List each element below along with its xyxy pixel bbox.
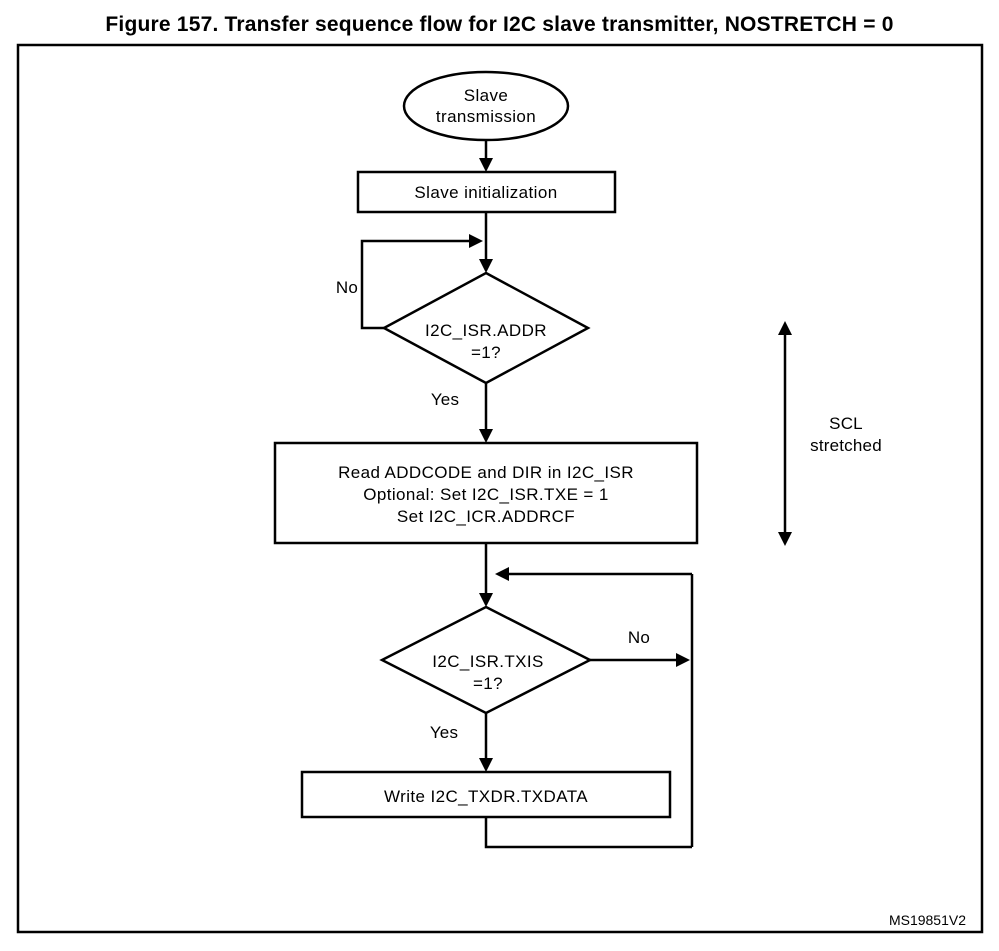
arrowhead-into-write [479,758,493,772]
write-txdata-label: Write I2C_TXDR.TXDATA [384,787,588,806]
arrowhead-into-init [479,158,493,172]
node-init-process [356,170,617,214]
node-start-terminator [402,70,570,142]
scl-stretch-arrowhead-up [778,321,792,335]
scl-stretch-arrowhead-down [778,532,792,546]
edge-addr-no-loop [360,239,469,330]
figure-border [16,43,984,934]
arrowhead-addr-no-merge [469,234,483,248]
init-label: Slave initialization [414,183,557,202]
arrowhead-loop-return-merge [495,567,509,581]
addr-yes-label: Yes [431,390,459,409]
txis-check-label-line1: I2C_ISR.TXIS [432,652,544,671]
arrowhead-into-addr-check [479,259,493,273]
addr-no-label: No [336,278,358,297]
txis-check-label-line2: =1? [473,674,503,693]
figure-title: Figure 157. Transfer sequence flow for I… [105,13,894,36]
arrowhead-into-txis-check [479,593,493,607]
txis-yes-label: Yes [430,723,458,742]
edge-write-loop-bottom [484,817,692,849]
scl-stretched-label-line1: SCL [829,414,863,433]
read-addr-label-line1: Read ADDCODE and DIR in I2C_ISR [338,463,634,482]
arrowhead-txis-no-merge [676,653,690,667]
scl-stretched-label-line2: stretched [810,436,882,455]
addr-check-label-line2: =1? [471,343,501,362]
read-addr-label-line2: Optional: Set I2C_ISR.TXE = 1 [363,485,608,504]
node-read-addr-process [273,441,699,545]
read-addr-label-line3: Set I2C_ICR.ADDRCF [397,507,575,526]
node-addr-check-decision [381,271,591,385]
addr-check-label-line1: I2C_ISR.ADDR [425,321,547,340]
start-label-line1: Slave [464,86,509,105]
txis-no-label: No [628,628,650,647]
node-write-txdata-process [300,770,672,819]
arrowhead-into-read [479,429,493,443]
start-label-line2: transmission [436,107,536,126]
node-txis-check-decision [379,605,593,715]
figure-watermark: MS19851V2 [889,912,966,928]
